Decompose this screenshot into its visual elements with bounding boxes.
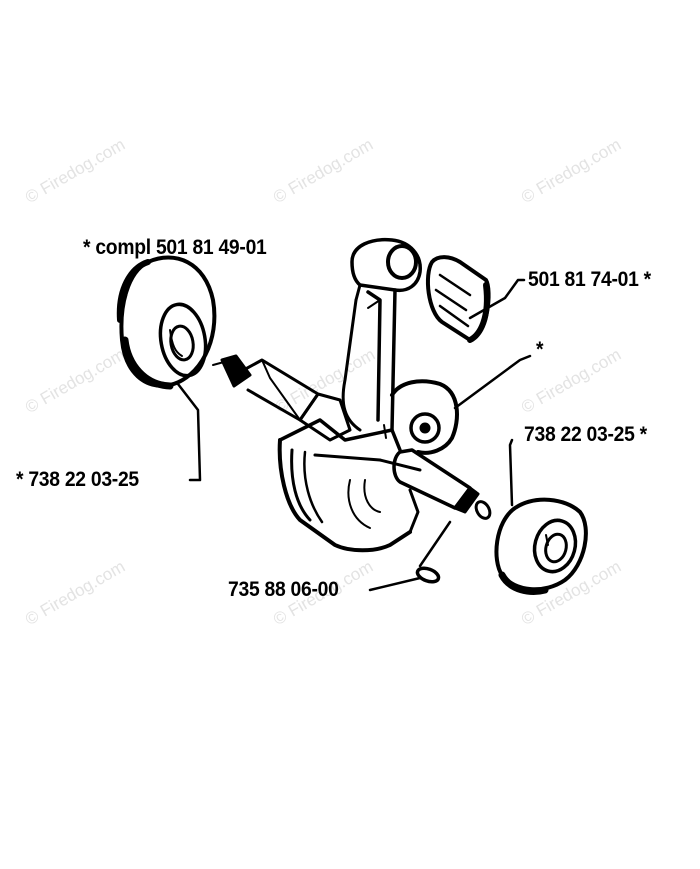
callout-woodruff-key: 735 88 06-00 (228, 578, 339, 601)
needle-bearing (425, 255, 491, 343)
crankshaft-right-journal (392, 448, 492, 520)
connecting-rod (341, 237, 422, 432)
callout-ball-bearing-right: 738 22 03-25 * (524, 423, 647, 446)
ball-bearing-left (116, 255, 217, 390)
crankshaft (277, 379, 459, 553)
woodruff-key (415, 566, 441, 584)
callout-ball-bearing-left: * 738 22 03-25 (16, 468, 139, 491)
callout-crank-pin-marker: * (536, 338, 544, 361)
callout-needle-bearing: 501 81 74-01 * (528, 268, 651, 291)
ball-bearing-right (494, 497, 588, 595)
crankshaft-left-journal (212, 354, 352, 442)
callout-crankshaft-complete: * compl 501 81 49-01 (83, 236, 267, 259)
